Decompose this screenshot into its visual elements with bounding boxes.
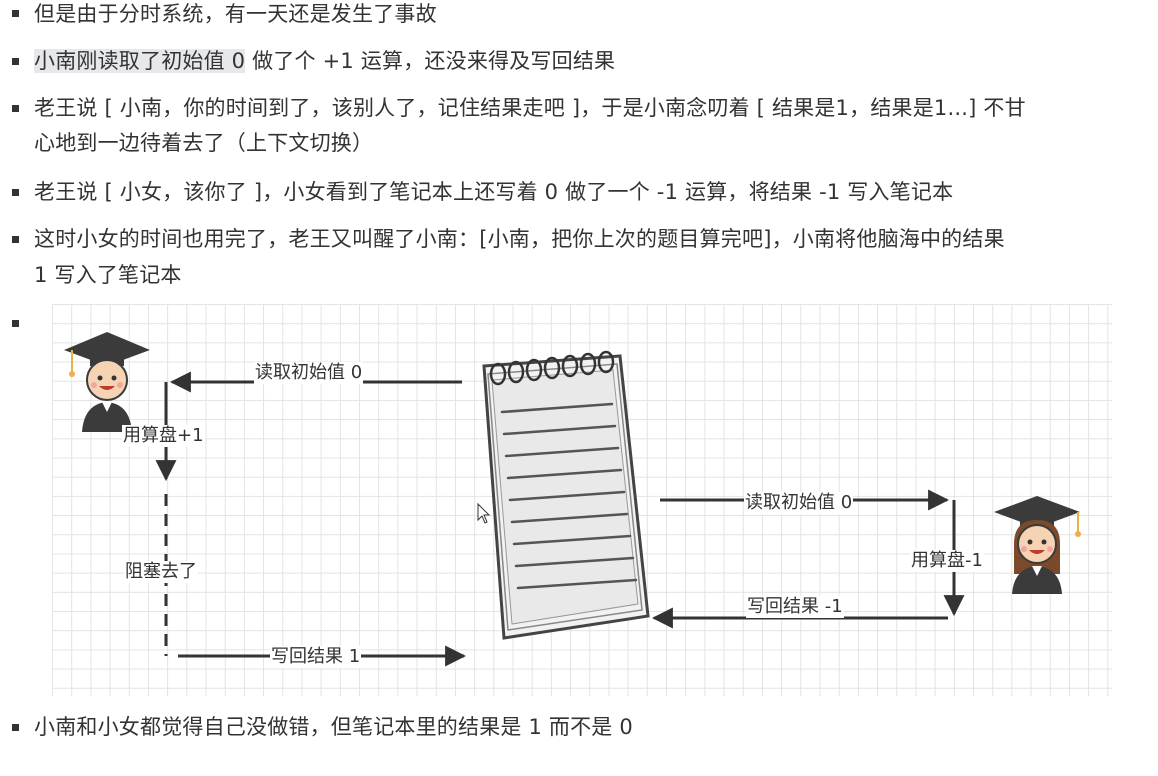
- right-write-label: 写回结果 -1: [746, 596, 844, 618]
- list-item-text: 心地到一边待着去了（上下文切换）: [34, 131, 374, 155]
- notebook-icon: [482, 350, 650, 640]
- bullet-marker: [12, 189, 19, 196]
- right-compute-label: 用算盘-1: [910, 550, 984, 572]
- list-item-text: 但是由于分时系统，有一天还是发生了事故: [34, 2, 437, 26]
- left-write-label: 写回结果 1: [270, 646, 362, 668]
- bullet-marker: [12, 105, 19, 112]
- list-item-text: 老王说 [ 小南，你的时间到了，该别人了，记住结果走吧 ]，于是小南念叨着 [ …: [34, 96, 1026, 120]
- bullet-marker: [12, 236, 19, 243]
- left-compute-label: 用算盘+1: [122, 425, 205, 447]
- list-item-text: 1 写入了笔记本: [34, 263, 182, 287]
- list-item: 小南和小女都觉得自己没做错，但笔记本里的结果是 1 而不是 0: [34, 709, 633, 745]
- list-item: 老王说 [ 小女，该你了 ]，小女看到了笔记本上还写着 0 做了一个 -1 运算…: [34, 174, 953, 210]
- mouse-cursor-icon: [477, 502, 491, 524]
- list-item-text: 做了个 +1 运算，还没来得及写回结果: [245, 49, 616, 73]
- list-item: 老王说 [ 小南，你的时间到了，该别人了，记住结果走吧 ]，于是小南念叨着 [ …: [34, 90, 1026, 126]
- list-item-continuation: 1 写入了笔记本: [34, 257, 182, 293]
- list-item-text: 这时小女的时间也用完了，老王又叫醒了小南：[小南，把你上次的题目算完吧]，小南将…: [34, 227, 1005, 251]
- list-item-text: 小南和小女都觉得自己没做错，但笔记本里的结果是 1 而不是 0: [34, 715, 633, 739]
- graduate-boy-icon: [64, 332, 150, 432]
- left-flow-arrows: [155, 371, 467, 667]
- right-read-label: 读取初始值 0: [744, 492, 854, 514]
- highlighted-text: 小南刚读取了初始值 0: [34, 49, 246, 73]
- bullet-marker: [12, 58, 19, 65]
- graduate-girl-icon: [994, 496, 1081, 594]
- list-item: 但是由于分时系统，有一天还是发生了事故: [34, 0, 437, 32]
- left-read-label: 读取初始值 0: [254, 362, 364, 384]
- race-condition-diagram: 读取初始值 0 用算盘+1 阻塞去了 写回结果 1 读取初始值 0 用算盘-1 …: [52, 304, 1112, 696]
- bullet-marker: [12, 320, 19, 327]
- left-blocked-label: 阻塞去了: [124, 561, 198, 583]
- list-item-continuation: 心地到一边待着去了（上下文切换）: [34, 125, 373, 161]
- bullet-marker: [12, 724, 19, 731]
- bullet-marker: [12, 10, 19, 17]
- list-item-text: 老王说 [ 小女，该你了 ]，小女看到了笔记本上还写着 0 做了一个 -1 运算…: [34, 180, 954, 204]
- list-item: 小南刚读取了初始值 0 做了个 +1 运算，还没来得及写回结果: [34, 43, 615, 79]
- list-item: 这时小女的时间也用完了，老王又叫醒了小南：[小南，把你上次的题目算完吧]，小南将…: [34, 221, 1005, 257]
